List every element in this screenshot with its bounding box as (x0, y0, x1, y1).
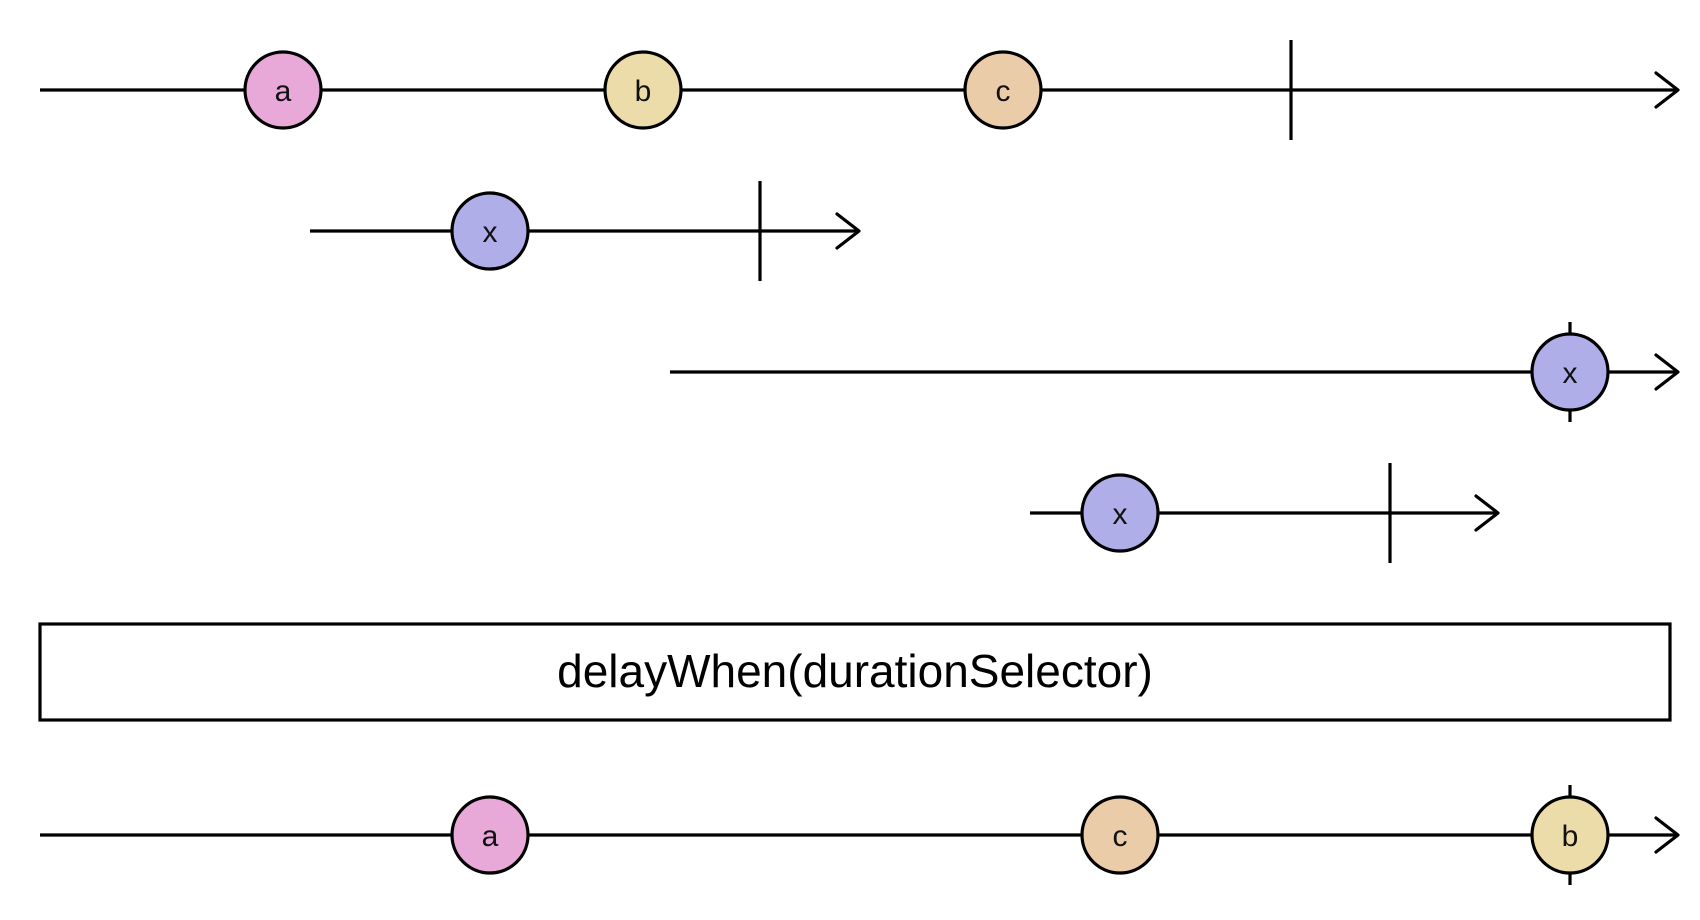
operator-box (38, 622, 1672, 722)
marble-c: c (1080, 795, 1160, 875)
timeline-source: a b c (40, 40, 1680, 140)
marble-circle (1080, 795, 1160, 875)
marble-label: c (996, 75, 1011, 108)
operator-label: delayWhen(durationSelector) (557, 645, 1153, 697)
timelines: a b c x x x a c b (40, 40, 1680, 885)
timeline-arrowhead (1654, 816, 1680, 854)
marble-x: x (1080, 473, 1160, 553)
marble-circle (1530, 332, 1610, 412)
marble-label: b (1562, 820, 1579, 853)
marble-x: x (1530, 322, 1610, 422)
timeline-arrowhead (835, 212, 861, 250)
timeline-arrowhead (1654, 353, 1680, 391)
marble-a: a (243, 50, 323, 130)
marble-label: a (482, 820, 499, 853)
marble-b: b (1530, 785, 1610, 885)
timeline-arrowhead (1474, 494, 1500, 532)
marble-circle (450, 191, 530, 271)
marble-b: b (603, 50, 683, 130)
timeline-duration: x (1030, 463, 1500, 563)
marble-circle (1530, 795, 1610, 875)
marble-c: c (963, 50, 1043, 130)
operator-box-group: delayWhen(durationSelector) (38, 622, 1672, 722)
marble-circle (603, 50, 683, 130)
marble-label: x (483, 216, 498, 249)
marble-a: a (450, 795, 530, 875)
marble-circle (1080, 473, 1160, 553)
marble-x: x (450, 191, 530, 271)
marble-circle (450, 795, 530, 875)
marble-circle (963, 50, 1043, 130)
timeline-duration: x (310, 181, 861, 281)
timeline-duration: x (670, 322, 1680, 422)
marble-label: a (275, 75, 292, 108)
marble-label: c (1113, 820, 1128, 853)
marble-label: x (1563, 357, 1578, 390)
timeline-arrowhead (1654, 71, 1680, 109)
marble-circle (243, 50, 323, 130)
marble-label: x (1113, 498, 1128, 531)
marble-label: b (635, 75, 652, 108)
